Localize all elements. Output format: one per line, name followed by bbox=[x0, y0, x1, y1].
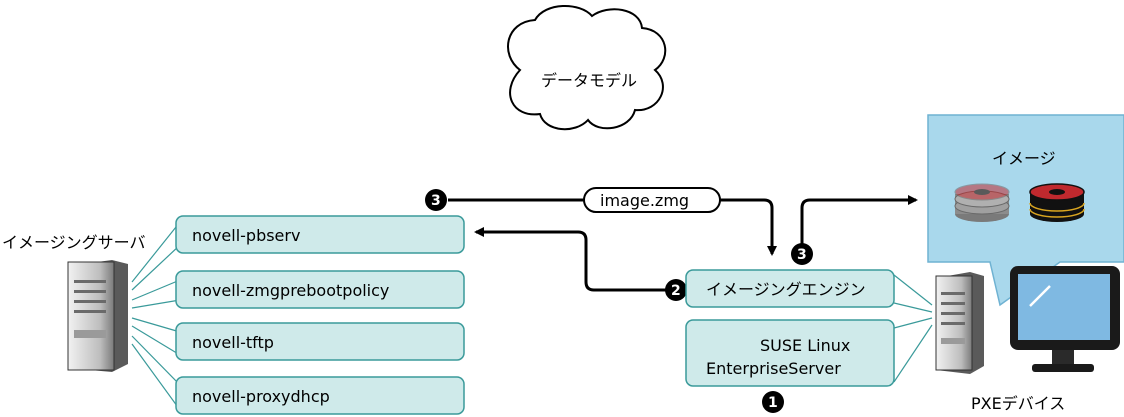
os-box: SUSE Linux EnterpriseServer bbox=[685, 319, 895, 387]
step-number: 1 bbox=[768, 395, 778, 411]
step-3-badge-engine: 3 bbox=[791, 243, 813, 265]
image-file-pill: image.zmg bbox=[583, 187, 721, 213]
server-tower-icon bbox=[67, 260, 128, 372]
image-transfer-arrow bbox=[440, 198, 777, 256]
pxe-callout-lines bbox=[893, 274, 933, 383]
imaging-server-label: イメージングサーバ bbox=[2, 233, 146, 252]
step-2-badge: 2 bbox=[665, 279, 687, 301]
pxe-tower-icon bbox=[935, 272, 984, 374]
pxe-device-label: PXEデバイス bbox=[971, 394, 1065, 413]
step-1-badge: 1 bbox=[762, 391, 784, 413]
step-number: 3 bbox=[431, 193, 441, 209]
imaging-server-group: イメージングサーバ bbox=[2, 233, 146, 372]
image-store-title: イメージ bbox=[992, 149, 1056, 168]
cloud-label: データモデル bbox=[541, 71, 637, 90]
disk-stack-red-icon bbox=[1029, 183, 1085, 222]
step-3-badge-left: 3 bbox=[424, 188, 448, 212]
os-line-2: EnterpriseServer bbox=[706, 359, 841, 378]
service-box-zmgprebootpolicy: novell-zmgprebootpolicy bbox=[175, 270, 465, 309]
server-callout-lines bbox=[131, 221, 181, 411]
pxe-device-group: PXEデバイス bbox=[935, 266, 1120, 413]
store-image-arrow bbox=[800, 195, 918, 262]
service-label: novell-proxydhcp bbox=[192, 387, 330, 406]
monitor-icon bbox=[1010, 266, 1120, 372]
service-label: novell-pbserv bbox=[192, 226, 300, 245]
image-file-label: image.zmg bbox=[600, 191, 689, 210]
engine-label: イメージングエンジン bbox=[706, 280, 866, 299]
disk-stack-gray-icon bbox=[954, 183, 1010, 222]
service-box-tftp: novell-tftp bbox=[175, 322, 465, 361]
pbserv-request-arrow bbox=[474, 227, 666, 292]
data-model-cloud: データモデル bbox=[507, 4, 667, 131]
imaging-engine-box: イメージングエンジン bbox=[685, 269, 895, 308]
service-label: novell-tftp bbox=[192, 333, 274, 352]
image-store-panel: イメージ bbox=[927, 114, 1124, 307]
step-number: 3 bbox=[797, 247, 807, 263]
service-label: novell-zmgprebootpolicy bbox=[192, 281, 389, 300]
step-number: 2 bbox=[671, 283, 681, 299]
os-line-1: SUSE Linux bbox=[760, 336, 850, 355]
service-box-pbserv: novell-pbserv bbox=[175, 215, 465, 254]
service-box-proxydhcp: novell-proxydhcp bbox=[175, 376, 465, 415]
